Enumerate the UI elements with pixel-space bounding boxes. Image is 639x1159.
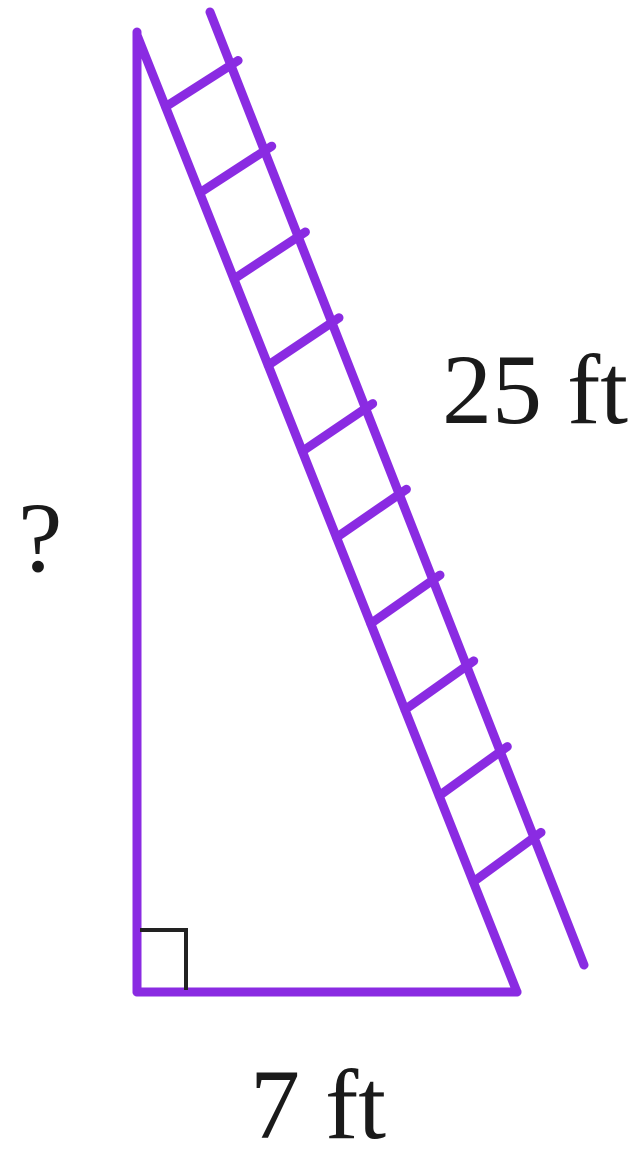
ladder-rung (468, 827, 546, 887)
ladder-rung (229, 227, 310, 284)
ladder-right-rail (205, 7, 589, 970)
ladder-rung (400, 656, 479, 715)
ladder-rung (297, 399, 378, 456)
base-label: 7 ft (250, 1049, 387, 1159)
ladder-rung (263, 313, 344, 370)
ladder-rung (366, 570, 445, 629)
ladder-rung (332, 484, 411, 542)
ladder-length-label: 25 ft (442, 334, 629, 445)
ladder-rungs (161, 56, 546, 887)
ladder-left-rail (132, 30, 522, 997)
ladder-rung (195, 141, 277, 198)
right-angle-marker (140, 928, 188, 990)
height-label: ? (18, 482, 63, 593)
ladder-rung (434, 742, 512, 801)
ladder-rung (161, 56, 243, 112)
